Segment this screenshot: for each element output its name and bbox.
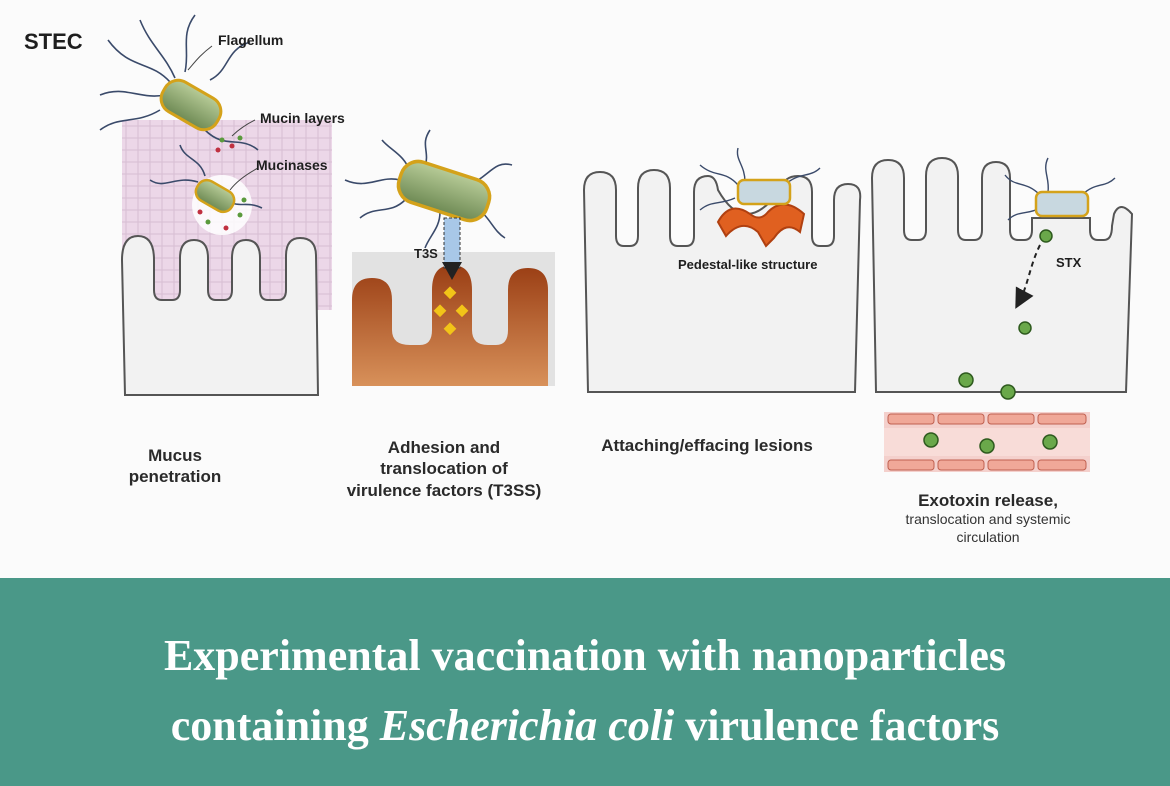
banner-title-line-2: containing Escherichia coli virulence fa…	[0, 700, 1170, 751]
stx-label: STX	[1056, 255, 1082, 270]
stx-path-arrow	[1015, 244, 1041, 309]
stx-toxins	[958, 229, 1053, 400]
stec-label: STEC	[24, 29, 83, 54]
bacterium-5	[1034, 190, 1090, 218]
t3ss-arrow	[442, 262, 462, 280]
pedestal	[716, 203, 806, 248]
villi-epithelium-1	[120, 234, 320, 396]
effector-proteins	[433, 286, 469, 336]
mucinases-pointer	[229, 167, 259, 191]
villi-epithelium-4	[870, 156, 1134, 393]
flagellum-label: Flagellum	[218, 32, 284, 48]
stage-2-line-2: translocation of	[380, 459, 508, 479]
banner-line-2-pre: containing	[170, 701, 380, 750]
mucinases-label: Mucinases	[256, 157, 328, 173]
mucinase-dots	[197, 135, 247, 231]
mucin-pointer	[231, 119, 256, 137]
banner-line-2-post: virulence factors	[674, 701, 1000, 750]
t3s-label: T3S	[414, 246, 438, 261]
stage-caption-2: Adhesion and translocation of virulence …	[322, 437, 566, 501]
flagella-1	[99, 14, 263, 209]
stage-caption-1: Mucus penetration	[105, 445, 245, 488]
stage-1-line-1: Mucus	[148, 446, 202, 465]
mucin-layers-label: Mucin layers	[260, 110, 345, 126]
stage-2-line-3: virulence factors (T3SS)	[346, 480, 542, 500]
stage-3-line-1: Attaching/effacing lesions	[601, 436, 813, 455]
stage-4-line-2: translocation and systemic	[905, 511, 1071, 528]
stage-4-line-1: Exotoxin release,	[918, 491, 1058, 510]
flagellum-pointer	[187, 45, 213, 71]
diagram-figure: STEC Flagellum Mucin layers Mucinases T3…	[24, 14, 1134, 546]
bacterium-3	[396, 159, 492, 223]
stage-caption-4: Exotoxin release, translocation and syst…	[868, 490, 1108, 546]
stage-1-line-2: penetration	[128, 467, 222, 487]
villi-epithelium-3	[582, 168, 862, 393]
bacterium-1	[159, 78, 223, 132]
bacterium-2	[194, 178, 236, 214]
stage-4-line-3: circulation	[956, 528, 1020, 545]
stage-caption-3: Attaching/effacing lesions	[580, 435, 834, 456]
banner-title-line-1: Experimental vaccination with nanopartic…	[163, 631, 1007, 680]
diagram-art	[99, 14, 1134, 472]
banner-species-name: Escherichia coli	[379, 701, 675, 750]
bacterium-4	[736, 178, 792, 206]
t3ss-needle	[443, 217, 461, 269]
blood-vessel	[884, 412, 1090, 472]
title-banner: Experimental vaccination with nanopartic…	[0, 578, 1170, 786]
pedestal-label: Pedestal-like structure	[678, 257, 818, 272]
stage-2-line-1: Adhesion and	[387, 438, 501, 457]
